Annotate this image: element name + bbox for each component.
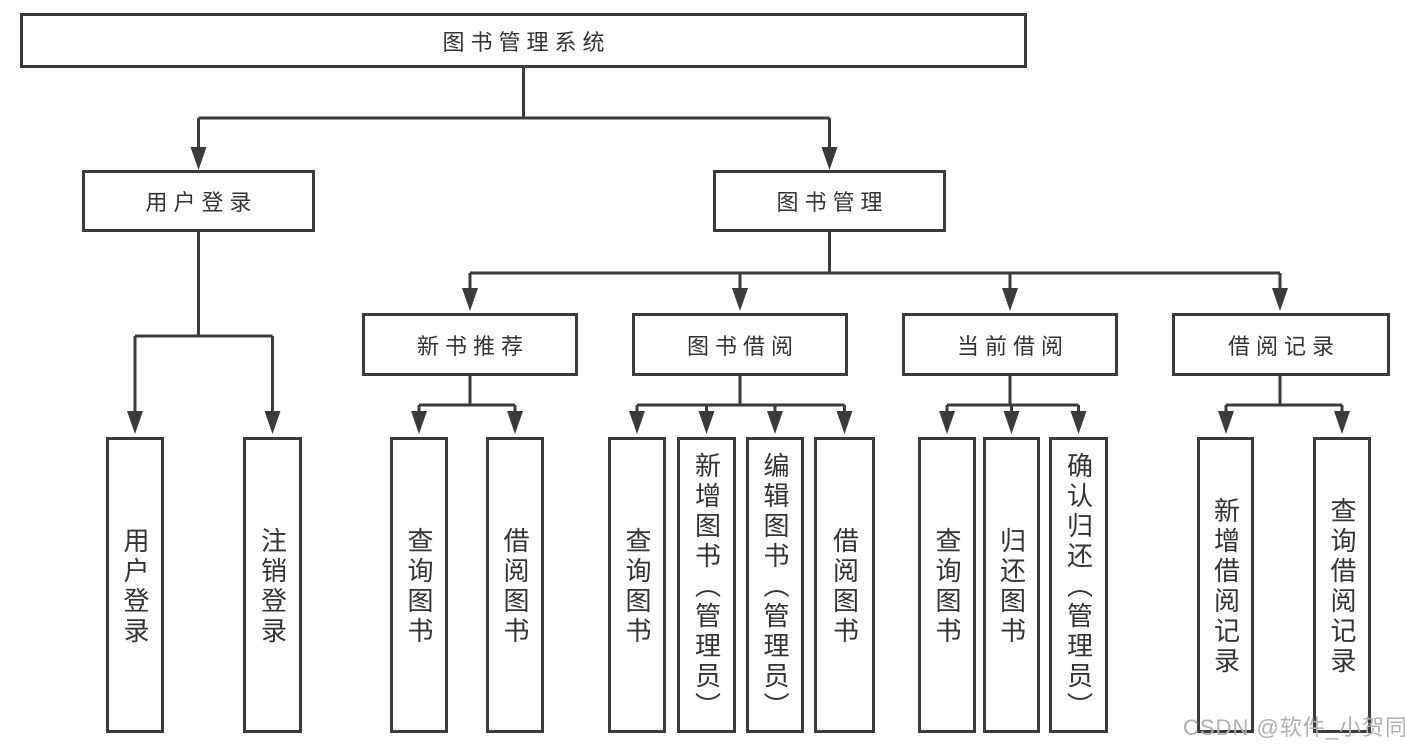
- arrowhead-icon: [732, 288, 748, 311]
- arrowhead-icon: [767, 411, 783, 434]
- node-new-book-recommend: 新书推荐: [362, 313, 578, 376]
- arrowhead-icon: [264, 411, 281, 434]
- leaf-logout: 注销登录: [243, 437, 302, 733]
- node-user-login-group: 用户登录: [82, 170, 315, 232]
- leaf-add-borrow-record: 新增借阅记录: [1197, 437, 1254, 733]
- arrowhead-icon: [1002, 288, 1018, 311]
- leaf-user-login: 用户登录: [106, 437, 164, 733]
- arrowhead-icon: [462, 288, 478, 311]
- arrowhead-icon: [1003, 411, 1020, 434]
- edge-paths: [133, 68, 1344, 413]
- arrowhead-icon: [411, 411, 427, 434]
- arrowhead-icon: [127, 411, 143, 434]
- arrowhead-icon: [821, 147, 838, 170]
- arrowhead-icon: [1070, 411, 1087, 434]
- arrowhead-icon: [1334, 411, 1350, 434]
- leaf-label: 编辑图书（管理员）: [760, 452, 790, 722]
- leaf-query-borrow-record: 查询借阅记录: [1313, 437, 1371, 733]
- arrowhead-icon: [190, 147, 207, 170]
- arrowhead-icon: [698, 411, 715, 434]
- leaf-confirm-return-admin: 确认归还（管理员）: [1049, 437, 1108, 733]
- leaf-label: 查询图书: [622, 527, 652, 647]
- node-current-borrow: 当前借阅: [902, 313, 1118, 376]
- leaf-edit-books-admin: 编辑图书（管理员）: [746, 437, 804, 733]
- leaf-label: 注销登录: [257, 527, 288, 647]
- leaf-label: 新增图书（管理员）: [691, 452, 722, 722]
- node-borrow-records: 借阅记录: [1172, 313, 1390, 376]
- leaf-label: 借阅图书: [500, 527, 530, 647]
- node-label: 当前借阅: [956, 333, 1069, 359]
- leaf-label: 归还图书: [996, 527, 1027, 647]
- leaf-label: 查询图书: [932, 527, 962, 647]
- node-book-borrow: 图书借阅: [632, 313, 848, 376]
- leaf-borrow-books-2: 借阅图书: [814, 437, 875, 733]
- leaf-return-books: 归还图书: [983, 437, 1040, 733]
- node-book-management: 图书管理: [713, 170, 946, 232]
- csdn-watermark: CSDN @软件_小贺同学: [1183, 715, 1405, 740]
- leaf-label: 新增借阅记录: [1210, 497, 1241, 677]
- leaf-label: 借阅图书: [829, 527, 860, 647]
- arrowhead-icon: [939, 411, 955, 434]
- leaf-label: 确认归还（管理员）: [1063, 452, 1094, 722]
- leaf-label: 查询图书: [404, 527, 434, 647]
- arrowhead-icon: [1272, 288, 1288, 311]
- leaf-query-books-2: 查询图书: [608, 437, 666, 733]
- node-label: 新书推荐: [416, 333, 529, 359]
- arrowhead-icon: [629, 411, 645, 434]
- node-label: 图书借阅: [686, 333, 799, 359]
- arrowheads: [127, 147, 1350, 434]
- leaf-label: 用户登录: [120, 527, 150, 647]
- leaf-borrow-books-1: 借阅图书: [486, 437, 544, 733]
- node-label: 图书管理: [776, 190, 889, 215]
- arrowhead-icon: [1218, 411, 1234, 434]
- arrowhead-icon: [836, 411, 853, 434]
- node-label: 图书管理系统: [442, 29, 611, 55]
- leaf-add-books-admin: 新增图书（管理员）: [677, 437, 736, 733]
- node-label: 借阅记录: [1227, 333, 1340, 359]
- leaf-label: 查询借阅记录: [1327, 497, 1357, 677]
- leaf-query-books-3: 查询图书: [918, 437, 976, 733]
- leaf-query-books-1: 查询图书: [390, 437, 448, 733]
- node-library-management-system: 图书管理系统: [20, 13, 1027, 68]
- arrowhead-icon: [507, 411, 523, 434]
- node-label: 用户登录: [145, 190, 258, 215]
